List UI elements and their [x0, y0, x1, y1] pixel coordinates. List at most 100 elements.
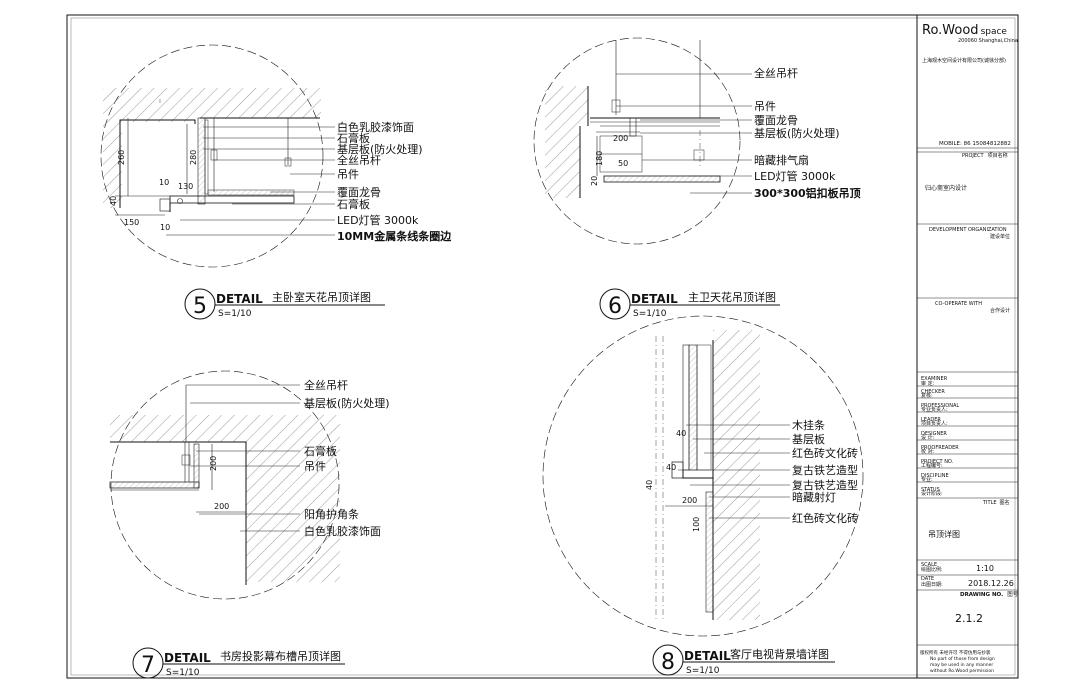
role-en: LEADER	[921, 417, 941, 423]
dimension-text: 40	[676, 429, 686, 438]
callout-label: 复古铁艺造型	[792, 463, 858, 477]
drawing-no-label: DRAWING NO.图号	[960, 590, 1019, 598]
dimension-text: 180	[595, 151, 604, 166]
role-en: EXAMINER	[921, 376, 948, 382]
date-value: 2018.12.26	[968, 579, 1014, 588]
detail-5: 260 280 10 130 40 150 10 白色乳胶漆饰面 石膏板 基层板…	[100, 44, 452, 268]
scale-value: 1:10	[976, 564, 994, 573]
detail-title: 主卧室天花吊顶详图	[272, 290, 371, 304]
role-en: DISCIPLINE	[921, 473, 949, 479]
callout-label: 木挂条	[792, 418, 825, 432]
role-cn: 专业:	[921, 476, 933, 483]
role-cn: 专业负责人:	[921, 406, 948, 413]
detail-scale: S=1/10	[166, 668, 200, 678]
detail-title: 客厅电视背景墙详图	[730, 647, 829, 661]
callout-label: 全丝吊杆	[337, 153, 381, 167]
dev-org-label: DEVELOPMENT ORGANIZATION	[929, 227, 1007, 233]
callout-label: 暗藏排气扇	[754, 153, 809, 167]
callout-label: 全丝吊杆	[304, 378, 348, 392]
detail-7: 200 200 全丝吊杆 基层板(防火处理) 石膏板 吊件 阳角护角条 白色乳胶…	[109, 370, 390, 600]
dimension-text: 40	[109, 196, 118, 206]
detail-7-caption: 7 DETAIL 书房投影幕布槽吊顶详图 S=1/10	[132, 647, 345, 679]
callout-label: 基层板	[792, 432, 825, 446]
copyright-note-en: No part of those from design	[930, 656, 995, 662]
dimension-text: 200	[209, 456, 218, 471]
copyright-note-en: without Ro.Wood permission	[930, 668, 994, 674]
detail-number-bubble	[599, 288, 631, 320]
detail-number-bubble	[132, 647, 164, 679]
callout-label: 红色砖文化砖	[792, 446, 858, 460]
callout-label: 石膏板	[304, 444, 337, 458]
scale-label: SCALE	[921, 562, 937, 568]
callout-label: 吊件	[754, 100, 776, 113]
callout-label: 阳角护角条	[304, 507, 359, 521]
callout-label: 覆面龙骨	[754, 114, 798, 127]
mobile-number: MOBILE: 86 15084812882	[939, 141, 1011, 147]
role-cn: 校 对:	[921, 448, 935, 455]
detail-number: 5	[193, 294, 207, 319]
dimension-text: 130	[178, 182, 193, 191]
drawing-no-value: 2.1.2	[955, 612, 983, 625]
dimension-text: 150	[124, 218, 139, 227]
detail-callout-circle	[100, 44, 324, 268]
dimension-text: 280	[189, 150, 198, 165]
role-list: EXAMINER 审 定: CHECKER 复核: PROFESSIONAL 专…	[921, 376, 959, 497]
callout-label: 吊件	[337, 168, 359, 181]
copyright-note-en: may be used in any manner	[930, 662, 993, 668]
callout-label: 复古铁艺造型	[792, 478, 858, 492]
role-cn: 设 计:	[921, 434, 935, 441]
dimension-text: 10	[160, 223, 170, 232]
scale-label-cn: 绘图比例:	[921, 566, 943, 573]
detail-8-caption: 8 DETAIL 客厅电视背景墙详图 S=1/10	[652, 644, 835, 676]
detail-callout-circle	[533, 37, 741, 245]
brand-address: 200060 Shanghai,China	[958, 38, 1018, 44]
role-cn: 项目负责人:	[921, 420, 948, 427]
detail-number-bubble	[184, 288, 216, 320]
callout-label: 全丝吊杆	[754, 66, 798, 80]
role-en: PROOFREADER	[921, 445, 959, 451]
inner-frame	[70, 17, 1016, 676]
date-label: DATE	[921, 576, 934, 582]
callout-label: 石膏板	[337, 197, 370, 211]
dimension-text: 200	[682, 496, 697, 505]
detail-title: 主卫天花吊顶详图	[688, 290, 776, 304]
project-name: 归心斋室内设计	[925, 184, 967, 192]
callout-label: 300*300铝扣板吊顶	[754, 186, 861, 200]
role-cn: 审 定:	[921, 380, 935, 387]
detail-word: DETAIL	[631, 292, 678, 306]
detail-word: DETAIL	[164, 651, 211, 665]
detail-scale: S=1/10	[218, 309, 252, 319]
detail-scale: S=1/10	[633, 309, 667, 319]
callout-label: 白色乳胶漆饰面	[337, 120, 414, 134]
detail-word: DETAIL	[216, 292, 263, 306]
callout-label: 覆面龙骨	[337, 186, 381, 199]
dimension-text: 50	[618, 159, 628, 168]
role-en: PROJECT NO.	[921, 459, 954, 465]
role-cn: 复核:	[921, 392, 933, 399]
role-en: STATUS	[921, 487, 940, 493]
date-label-cn: 出图日期:	[921, 581, 943, 588]
callout-label: 石膏板	[337, 131, 370, 145]
callout-label: LED灯管 3000k	[337, 213, 419, 227]
role-en: CHECKER	[921, 389, 945, 395]
callout-label: 吊件	[304, 460, 326, 473]
dimension-text: 40	[645, 480, 654, 490]
role-cn: 工程编号:	[921, 462, 943, 469]
callout-label: 基层板(防火处理)	[754, 126, 840, 140]
company-name: 上海观木空间设计有限公司(诚徐分部)	[922, 57, 1006, 64]
detail-word: DETAIL	[684, 649, 731, 663]
callout-label: 基层板(防火处理)	[337, 142, 423, 156]
role-cn: 设计阶段:	[921, 490, 943, 497]
copyright-note: 版权所有 未经许可 不得仿用与抄袭	[920, 649, 991, 656]
detail-6-caption: 6 DETAIL 主卫天花吊顶详图 S=1/10	[599, 288, 780, 320]
detail-title: 书房投影幕布槽吊顶详图	[220, 649, 341, 663]
outer-frame	[66, 14, 1019, 679]
callout-label: 白色乳胶漆饰面	[304, 524, 381, 538]
detail-number-bubble	[652, 644, 684, 676]
detail-callout-circle	[542, 315, 864, 637]
